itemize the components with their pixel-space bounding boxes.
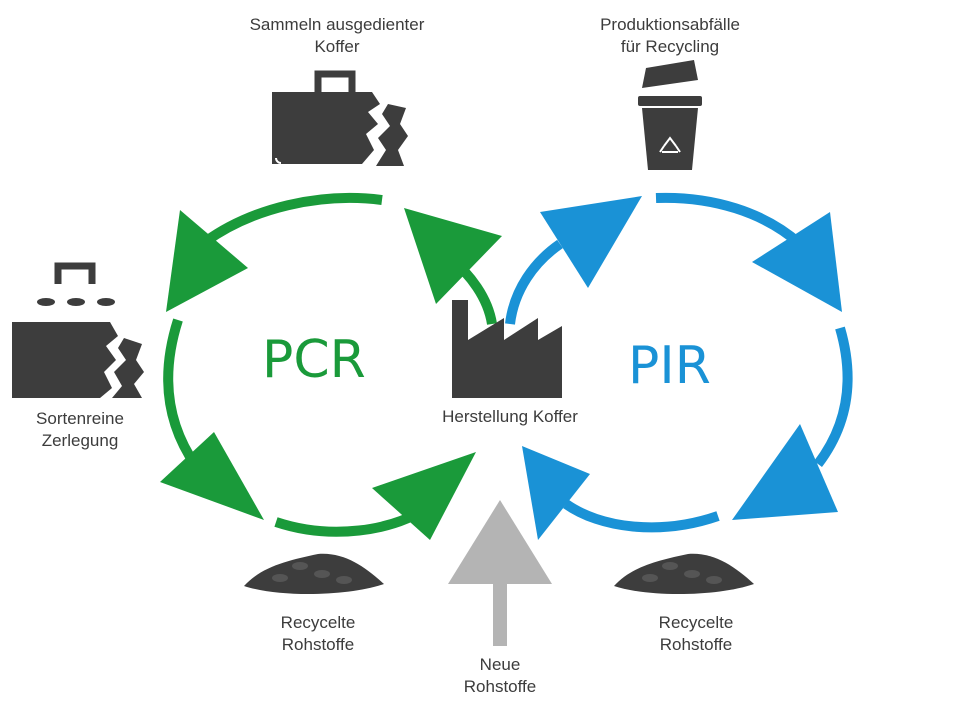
new-material-shaft <box>493 574 507 646</box>
pir-arrow-right-bottom <box>732 424 838 520</box>
new-material-arrow <box>448 500 552 646</box>
pcr-arrow-bottom <box>372 452 476 540</box>
disassembled-suitcase-icon <box>12 262 144 398</box>
factory-icon <box>452 300 562 398</box>
pcr-label: PCR <box>262 330 366 390</box>
pir-arrow-top-left <box>540 196 642 288</box>
pcr-arc-top <box>202 193 383 247</box>
pir-arc-right <box>814 326 853 468</box>
pir-cycle <box>505 192 853 540</box>
pcr-arrow-top <box>404 208 502 304</box>
pellets-icon <box>244 553 384 595</box>
new-material-head <box>448 500 552 584</box>
pellets-icon <box>614 553 754 595</box>
pir-label: PIR <box>628 336 711 396</box>
pcr-cycle <box>160 193 502 540</box>
pir-arc-top <box>655 192 804 248</box>
recycling-symbol-icon <box>659 136 681 153</box>
pir-arc-rising <box>505 239 563 325</box>
pcr-arc-left <box>163 318 201 469</box>
pir-arrow-bottom <box>522 446 590 540</box>
manufacturing-label: Herstellung Koffer <box>442 407 578 426</box>
pcr-arrow-left-bottom <box>160 432 264 520</box>
pcr-arrow-left-top <box>166 210 248 312</box>
recycling-bin-icon <box>638 60 702 170</box>
broken-suitcase-icon <box>272 70 408 166</box>
pir-arc-bottom <box>563 499 720 533</box>
pir-arrow-top-right <box>752 212 842 312</box>
